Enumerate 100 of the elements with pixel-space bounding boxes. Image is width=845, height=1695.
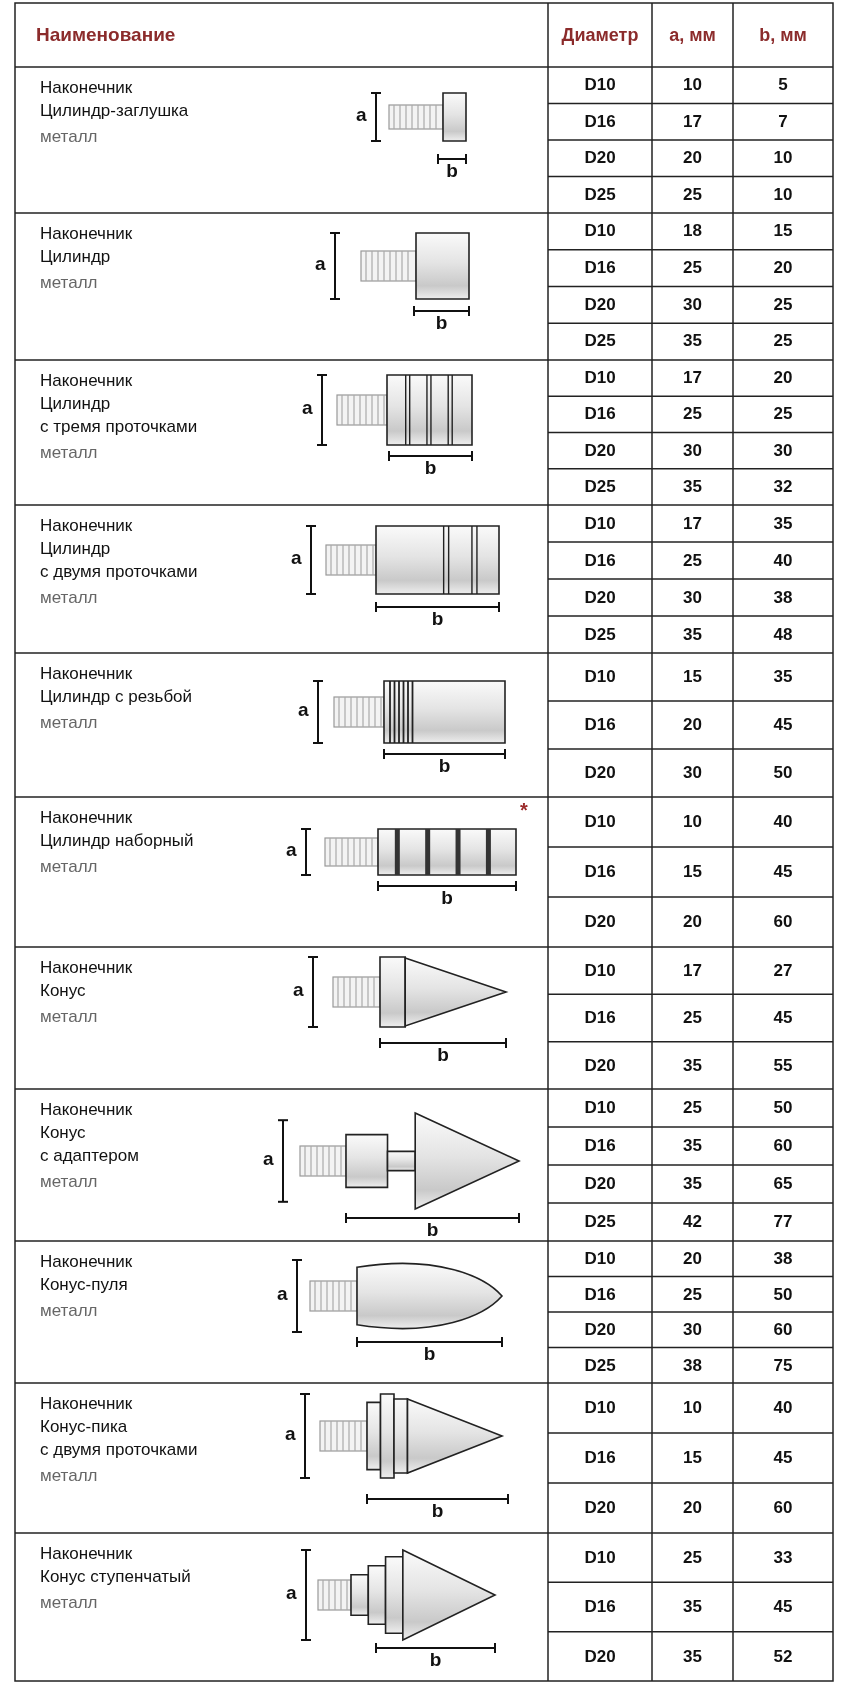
column-header: a, мм [668,24,717,47]
table-cell-text: D16 [583,550,617,572]
table-cell-text: 20 [682,147,703,169]
product-name: Наконечник [40,223,133,245]
table-cell-text: 15 [772,220,794,242]
dimension-label: a [315,254,326,274]
table-cell-text: 25 [772,403,794,426]
table-cell-text: 30 [682,439,703,462]
product-name: Наконечник [40,1251,133,1273]
table-cell-text: 60 [772,1497,794,1519]
table-cell-text: D25 [583,1211,617,1233]
table-cell-text: 25 [682,550,703,572]
table-cell-text: D16 [583,403,617,426]
table-cell-text: D10 [583,367,617,389]
table-cell-text: 30 [682,293,703,316]
table-cell-text: D20 [583,1497,617,1519]
table-cell-text: D25 [583,624,617,646]
dimension-label: a [277,1284,288,1304]
table-cell-text: 15 [682,666,703,688]
table-cell-text: 35 [772,513,794,535]
table-cell-text: D10 [583,74,617,96]
table-cell-text: 30 [682,587,703,609]
dimension-label: a [302,398,313,418]
column-header: Диаметр [560,24,640,47]
dimension-label: b [445,161,459,181]
material-label: металл [40,442,98,464]
dimension-label: b [436,1045,450,1065]
table-cell-text: D10 [583,1248,617,1270]
table-cell-text: 17 [682,960,703,982]
table-cell-text: 33 [772,1547,794,1569]
table-cell-text: 48 [772,624,794,646]
table-cell-text: 5 [777,74,789,96]
table-cell-text: 75 [772,1354,794,1377]
dimension-label: b [430,1501,445,1521]
table-cell-text: 25 [682,1007,703,1030]
product-name: с двумя проточками [40,1439,198,1461]
table-cell-text: 10 [772,147,794,169]
dimension-label: a [356,105,367,125]
dimension-label: b [425,1220,440,1240]
material-label: металл [40,1465,98,1487]
table-cell-text: 10 [682,811,703,833]
table-cell-text: 20 [682,911,703,933]
table-cell-text: D20 [583,762,617,784]
material-label: металл [40,1300,98,1322]
table-cell-text: D10 [583,960,617,982]
table-cell-text: D10 [583,666,617,688]
material-label: металл [40,1171,98,1193]
product-name: Наконечник [40,77,133,99]
table-cell-text: 25 [772,293,794,316]
table-cell-text: 25 [682,1283,703,1306]
table-cell-text: D20 [583,587,617,609]
table-cell-text: D16 [583,1135,617,1157]
table-cell-text: D20 [583,1645,617,1668]
dimension-label: b [434,313,449,333]
table-cell-text: D20 [583,911,617,933]
product-name: Наконечник [40,1393,133,1415]
table-cell-text: D16 [583,1596,617,1619]
table-cell-text: 38 [682,1354,703,1377]
table-cell-text: D10 [583,220,617,242]
table-cell-text: D10 [583,1547,617,1569]
table-cell-text: 50 [772,1283,794,1306]
table-cell-text: 10 [682,74,703,96]
material-label: металл [40,856,98,878]
product-name: Конус [40,1122,86,1144]
table-cell-text: D25 [583,1354,617,1377]
table-cell-text: 50 [772,1097,794,1119]
table-cell-text: 45 [772,1447,794,1469]
product-name: Наконечник [40,957,133,979]
material-label: металл [40,587,98,609]
table-cell-text: D25 [583,183,617,206]
dimension-label: b [422,1344,437,1364]
table-cell-text: 45 [772,861,794,883]
material-label: металл [40,712,98,734]
table-cell-text: 40 [772,550,794,572]
material-label: металл [40,126,98,148]
table-cell-text: 18 [682,220,703,242]
table-cell-text: 52 [772,1645,794,1668]
dimension-label: a [286,840,297,860]
material-label: металл [40,272,98,294]
table-cell-text: D20 [583,293,617,316]
product-name: Цилиндр с резьбой [40,686,193,708]
table-cell-text: D20 [583,1173,617,1195]
table-cell-text: D25 [583,475,617,498]
product-name: Конус-пуля [40,1274,128,1296]
table-cell-text: 50 [772,762,794,784]
table-cell-text: 20 [682,1248,703,1270]
table-cell-text: 60 [772,1319,794,1341]
table-cell-text: 17 [682,367,703,389]
table-cell-text: D10 [583,811,617,833]
dimension-label: a [298,700,309,720]
table-cell-text: 38 [772,587,794,609]
table-cell-text: 7 [777,110,789,133]
table-cell-text: D20 [583,439,617,462]
table-cell-text: 35 [682,624,703,646]
product-name: с тремя проточками [40,416,198,438]
table-cell-text: 30 [772,439,794,462]
table-cell-text: 65 [772,1173,794,1195]
table-cell-text: 35 [772,666,794,688]
table-cell-text: D10 [583,1097,617,1119]
table-cell-text: 45 [772,714,794,736]
